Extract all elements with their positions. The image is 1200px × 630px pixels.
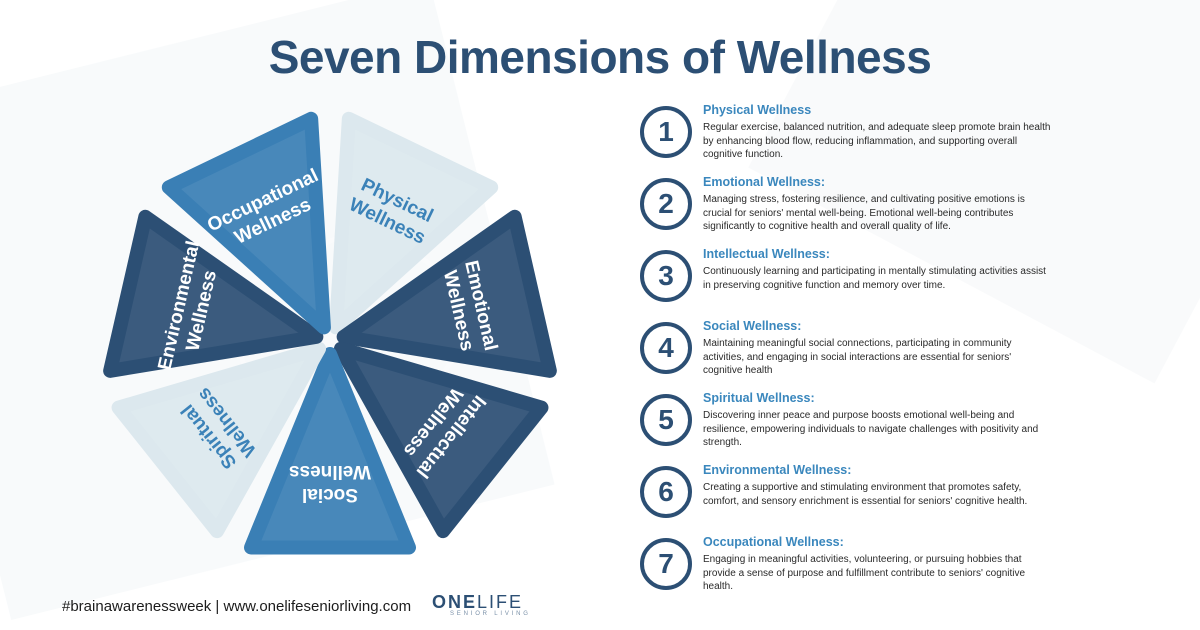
item-number-badge: 6 — [640, 466, 692, 518]
wheel-segment — [111, 341, 327, 539]
list-item: 6 Environmental Wellness: Creating a suppo… — [640, 460, 1060, 532]
brand-name-light: LIFE — [477, 592, 524, 612]
item-description: Engaging in meaningful activities, volun… — [703, 554, 1026, 593]
item-title: Intellectual Wellness: — [703, 247, 830, 261]
page-title: Seven Dimensions of Wellness — [268, 31, 932, 83]
wheel-label-line1: Social — [302, 484, 358, 505]
item-number-badge: 2 — [640, 178, 692, 230]
item-description: Regular exercise, balanced nutrition, an… — [703, 122, 1051, 161]
item-title: Emotional Wellness: — [703, 175, 826, 189]
item-description: Maintaining meaningful social connection… — [703, 338, 1012, 377]
wheel-segment — [329, 111, 499, 335]
wheel-segment — [333, 341, 549, 539]
item-number-badge: 3 — [640, 250, 692, 302]
item-title: Physical Wellness — [703, 103, 812, 117]
item-description: Managing stress, fostering resilience, a… — [703, 194, 1025, 233]
list-item: 7 Occupational Wellness: Engaging in meani… — [640, 532, 1060, 604]
footer-text: #brainawarenessweek | www.onelifeseniorl… — [62, 598, 412, 615]
wheel-label-line2: Wellness — [289, 461, 371, 482]
item-title: Occupational Wellness: — [703, 535, 844, 549]
item-title: Social Wellness: — [703, 319, 802, 333]
list-item: 4 Social Wellness: Maintaining meaningful … — [640, 316, 1060, 388]
item-title: Environmental Wellness: — [703, 463, 852, 477]
item-number-badge: 4 — [640, 322, 692, 374]
brand-tagline: SENIOR LIVING — [450, 611, 531, 617]
wheel-segment-label: SocialWellness — [289, 461, 371, 505]
wheel-segment — [336, 209, 557, 378]
brand-name: ONELIFE — [432, 592, 531, 613]
wheel-segment — [103, 209, 324, 378]
brand-logo: ONELIFE SENIOR LIVING — [432, 592, 531, 617]
list-item: 2 Emotional Wellness: Managing stress, fos… — [640, 172, 1060, 244]
wheel-segment — [161, 111, 331, 335]
brand-name-bold: ONE — [432, 592, 478, 612]
wheel-segment — [244, 347, 416, 555]
item-number-badge: 7 — [640, 538, 692, 590]
list-item: 3 Intellectual Wellness: Continuously lear… — [640, 244, 1060, 316]
item-description: Discovering inner peace and purpose boos… — [703, 410, 1039, 449]
item-number-badge: 1 — [640, 106, 692, 158]
wellness-wheel: PhysicalWellnessEmotionalWellnessIntelle… — [103, 111, 557, 555]
item-title: Spiritual Wellness: — [703, 391, 815, 405]
item-description: Creating a supportive and stimulating en… — [703, 482, 1028, 507]
list-item: 5 Spiritual Wellness: Discovering inner pe… — [640, 388, 1060, 460]
item-number-badge: 5 — [640, 394, 692, 446]
item-description: Continuously learning and participating … — [703, 266, 1046, 291]
